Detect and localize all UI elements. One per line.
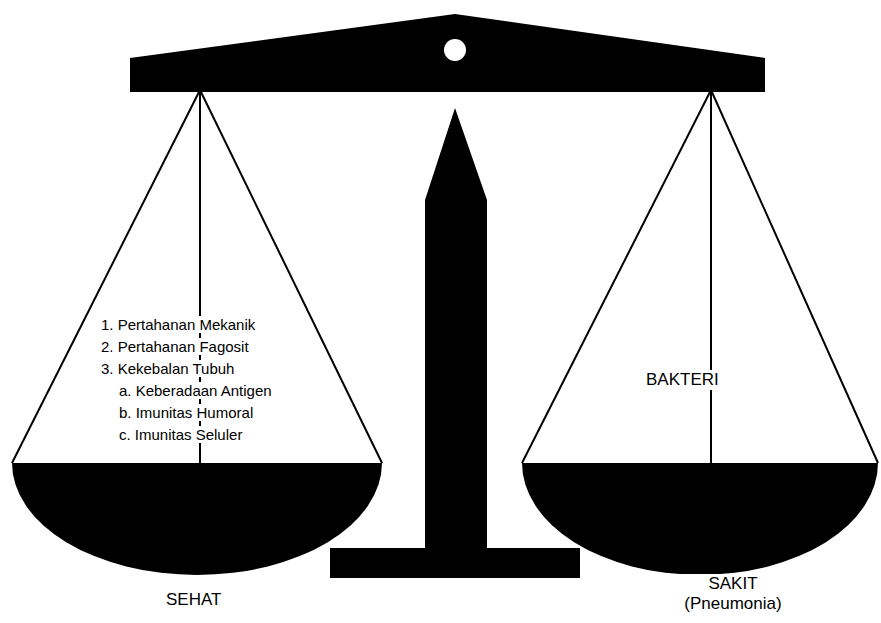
defense-item: 1. Pertahanan Mekanik xyxy=(100,316,256,333)
defense-subitem: b. Imunitas Humoral xyxy=(118,404,254,421)
scale-post xyxy=(425,108,487,548)
pan-string xyxy=(711,90,878,463)
defense-subitem: a. Keberadaan Antigen xyxy=(118,382,273,399)
scale-beam xyxy=(130,14,765,92)
pivot xyxy=(444,39,466,61)
pan-caption: SEHAT xyxy=(165,590,222,610)
scale-base xyxy=(330,548,580,578)
pan-string xyxy=(522,90,711,463)
pan-caption: SAKIT (Pneumonia) xyxy=(672,574,794,613)
defense-subitem: c. Imunitas Seluler xyxy=(118,426,243,443)
pan-string xyxy=(710,90,712,463)
scale-pan xyxy=(12,463,382,575)
defense-item: 2. Pertahanan Fagosit xyxy=(100,338,250,355)
defense-item: 3. Kekebalan Tubuh xyxy=(100,360,235,377)
pan-load: BAKTERI xyxy=(645,370,720,390)
